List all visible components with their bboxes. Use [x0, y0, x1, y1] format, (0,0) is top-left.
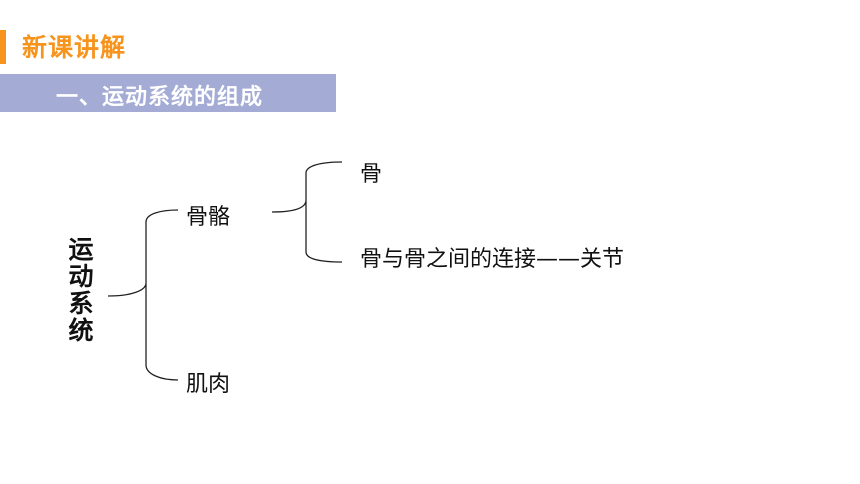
node-bone: 骨 [360, 162, 383, 187]
node-muscle: 肌肉 [186, 372, 231, 397]
node-skeleton: 骨骼 [186, 205, 231, 230]
accent-bar [0, 30, 6, 64]
section-band [0, 74, 336, 112]
root-node-label: 运动系统 [68, 235, 94, 345]
root-brace [107, 209, 179, 381]
section-title: 一、运动系统的组成 [56, 85, 264, 110]
skeleton-brace [271, 161, 343, 263]
node-joint: 骨与骨之间的连接——关节 [360, 247, 625, 272]
page-title: 新课讲解 [22, 33, 127, 62]
